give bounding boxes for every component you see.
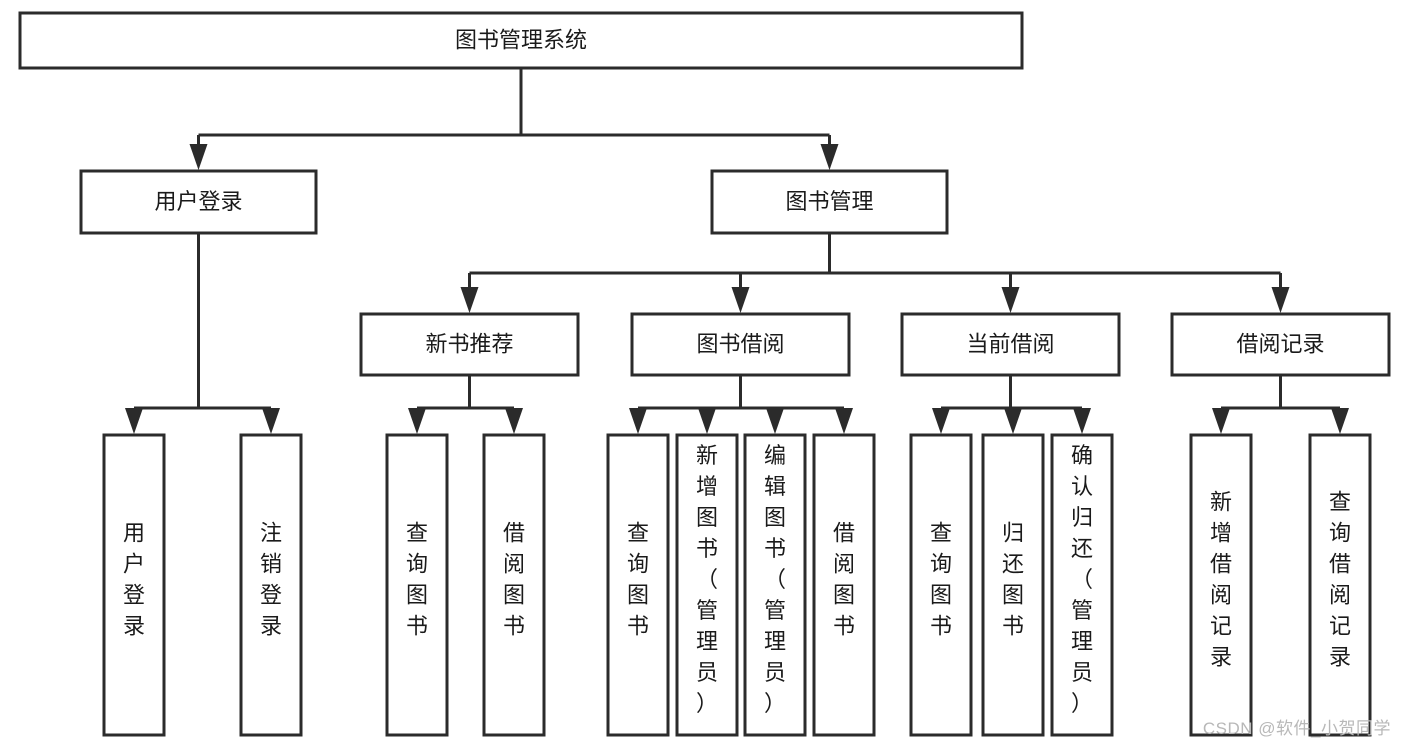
node-box[interactable] xyxy=(743,433,807,737)
arrow-head-icon xyxy=(629,408,647,434)
node-label: 图书借阅 xyxy=(696,331,784,356)
node-box[interactable] xyxy=(630,312,851,377)
node-box[interactable] xyxy=(606,433,670,737)
node-box[interactable] xyxy=(79,169,318,235)
node-box[interactable] xyxy=(900,312,1121,377)
arrow-head-icon xyxy=(766,408,784,434)
node-box[interactable] xyxy=(710,169,949,235)
node-label: 新增借阅记录 xyxy=(1210,490,1232,670)
node-box[interactable] xyxy=(18,11,1024,70)
connector-layer xyxy=(125,68,1349,434)
node-book-manage[interactable]: 图书管理 xyxy=(710,169,949,235)
node-label: 注销登录 xyxy=(260,521,282,639)
arrow-head-icon xyxy=(835,408,853,434)
node-box[interactable] xyxy=(385,433,449,737)
node-label: 查询借阅记录 xyxy=(1329,490,1351,670)
node-box[interactable] xyxy=(812,433,876,737)
arrow-head-icon xyxy=(1004,408,1022,434)
node-leaf-borrow-book-2[interactable]: 借阅图书 xyxy=(812,433,876,737)
node-box[interactable] xyxy=(482,433,546,737)
node-label: 新增图书（管理员） xyxy=(696,443,718,716)
node-book-borrow[interactable]: 图书借阅 xyxy=(630,312,851,377)
node-borrow-record[interactable]: 借阅记录 xyxy=(1170,312,1391,377)
node-label: 图书管理 xyxy=(785,189,873,214)
node-leaf-query-book-3[interactable]: 查询图书 xyxy=(909,433,973,737)
node-box[interactable] xyxy=(1050,433,1114,737)
node-label: 确认归还（管理员） xyxy=(1071,443,1093,716)
arrow-head-icon xyxy=(262,408,280,434)
watermark-text: CSDN @软件_小贺同学 xyxy=(1202,719,1391,738)
node-box[interactable] xyxy=(1189,433,1253,737)
node-label: 新书推荐 xyxy=(425,331,513,356)
arrow-head-icon xyxy=(1331,408,1349,434)
node-label: 查询图书 xyxy=(406,521,428,639)
node-box[interactable] xyxy=(675,433,739,737)
node-label: 编辑图书（管理员） xyxy=(764,443,786,716)
node-leaf-confirm-return-admin[interactable]: 确认归还（管理员） xyxy=(1050,433,1114,737)
node-leaf-query-book-1[interactable]: 查询图书 xyxy=(385,433,449,737)
arrow-head-icon xyxy=(408,408,426,434)
node-leaf-add-book-admin[interactable]: 新增图书（管理员） xyxy=(675,433,739,737)
arrow-head-icon xyxy=(698,408,716,434)
node-layer: 图书管理系统用户登录图书管理新书推荐图书借阅当前借阅借阅记录用户登录注销登录查询… xyxy=(18,11,1391,737)
node-label: 借阅图书 xyxy=(833,521,855,639)
node-box[interactable] xyxy=(909,433,973,737)
arrow-head-icon xyxy=(189,144,208,170)
arrow-head-icon xyxy=(1001,287,1020,313)
node-label: 借阅记录 xyxy=(1236,331,1324,356)
node-new-book-recommend[interactable]: 新书推荐 xyxy=(359,312,580,377)
arrow-head-icon xyxy=(1212,408,1230,434)
arrow-head-icon xyxy=(1271,287,1290,313)
arrow-head-icon xyxy=(731,287,750,313)
node-label: 归还图书 xyxy=(1002,521,1024,639)
arrow-head-icon xyxy=(1073,408,1091,434)
node-root[interactable]: 图书管理系统 xyxy=(18,11,1024,70)
arrow-head-icon xyxy=(505,408,523,434)
node-box[interactable] xyxy=(239,433,303,737)
node-label: 查询图书 xyxy=(930,521,952,639)
node-label: 用户登录 xyxy=(123,521,145,639)
arrow-head-icon xyxy=(460,287,479,313)
node-box[interactable] xyxy=(981,433,1045,737)
node-box[interactable] xyxy=(102,433,166,737)
node-box[interactable] xyxy=(1170,312,1391,377)
node-leaf-edit-book-admin[interactable]: 编辑图书（管理员） xyxy=(743,433,807,737)
node-label: 用户登录 xyxy=(154,189,242,214)
node-leaf-return-book[interactable]: 归还图书 xyxy=(981,433,1045,737)
node-box[interactable] xyxy=(1308,433,1372,737)
arrow-head-icon xyxy=(125,408,143,434)
node-box[interactable] xyxy=(359,312,580,377)
node-label: 当前借阅 xyxy=(966,331,1054,356)
node-label: 借阅图书 xyxy=(503,521,525,639)
node-leaf-logout-login[interactable]: 注销登录 xyxy=(239,433,303,737)
node-leaf-add-borrow-record[interactable]: 新增借阅记录 xyxy=(1189,433,1253,737)
node-label: 查询图书 xyxy=(627,521,649,639)
node-leaf-query-book-2[interactable]: 查询图书 xyxy=(606,433,670,737)
arrow-head-icon xyxy=(932,408,950,434)
node-label: 图书管理系统 xyxy=(455,27,587,52)
node-leaf-borrow-book-1[interactable]: 借阅图书 xyxy=(482,433,546,737)
node-leaf-query-borrow-record[interactable]: 查询借阅记录 xyxy=(1308,433,1372,737)
arrow-head-icon xyxy=(820,144,839,170)
node-leaf-user-login[interactable]: 用户登录 xyxy=(102,433,166,737)
node-current-borrow[interactable]: 当前借阅 xyxy=(900,312,1121,377)
node-user-login[interactable]: 用户登录 xyxy=(79,169,318,235)
